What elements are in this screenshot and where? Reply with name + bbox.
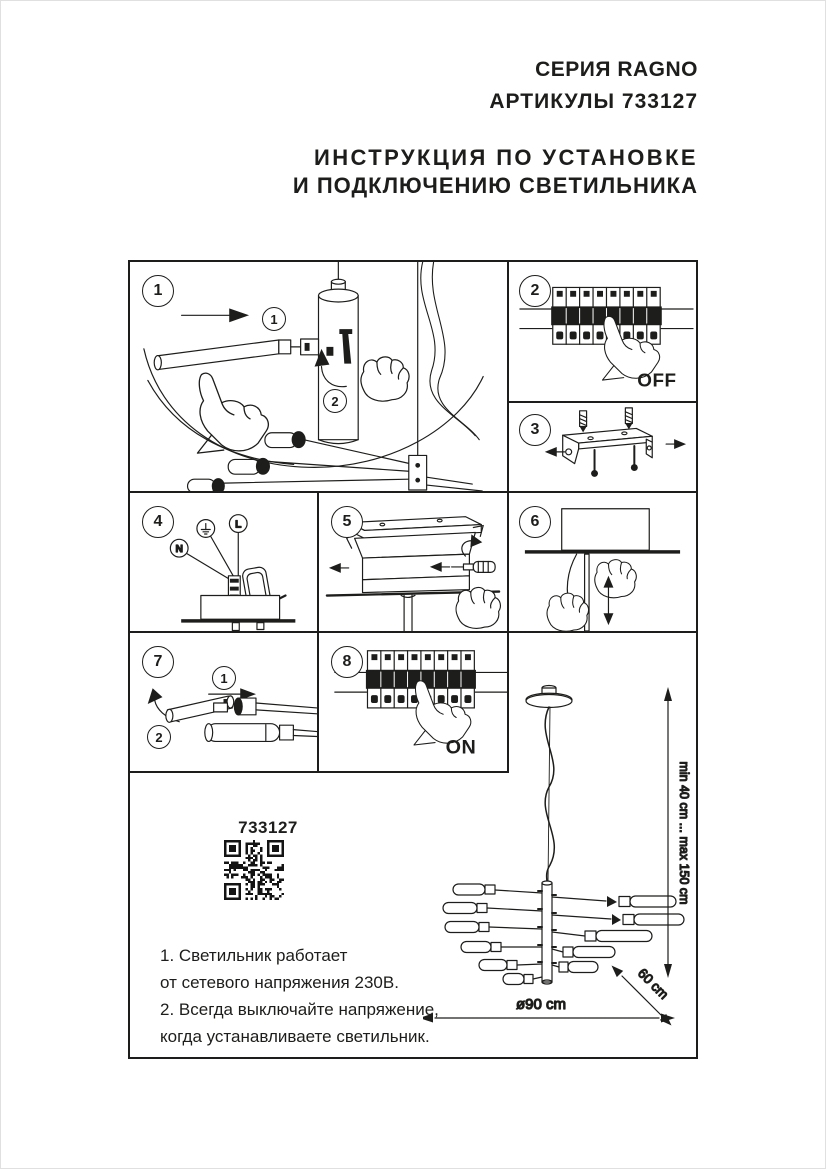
anchor-screw-icon: [579, 410, 588, 433]
screwdriver-icon: [450, 560, 496, 573]
step-8-illustration: ON: [334, 650, 507, 758]
step-number-7: 7: [142, 646, 174, 678]
central-tube: [317, 294, 359, 441]
lamp-arms-right: [551, 895, 685, 974]
anchor-screw-icon: [624, 407, 633, 430]
step-6-illustration: [524, 508, 681, 631]
mounting-bracket: [562, 427, 653, 465]
neutral-wire-label: N: [175, 544, 182, 555]
ceiling-canopy: [200, 594, 281, 620]
suspension-cable: [547, 706, 551, 884]
note-line: когда устанавливаете светильник.: [160, 1027, 430, 1046]
arrow-left-icon: [328, 562, 341, 573]
article-numbers: АРТИКУЛЫ 733127: [489, 90, 698, 113]
step-number-6: 6: [519, 506, 551, 538]
page-title-line2: И ПОДКЛЮЧЕНИЮ СВЕТИЛЬНИКА: [292, 173, 698, 198]
step-2-illustration: OFF: [519, 286, 694, 390]
step-number-4: 4: [142, 506, 174, 538]
step-1-substep-1: 1: [262, 307, 286, 331]
live-wire-label: L: [235, 519, 241, 530]
page-title-line1: ИНСТРУКЦИЯ ПО УСТАНОВКЕ: [314, 145, 698, 170]
step-7-substep-1: 1: [212, 666, 236, 690]
step-panel-6: 6: [507, 493, 696, 631]
step-7-illustration: [147, 688, 317, 743]
page-title: ИНСТРУКЦИЯ ПО УСТАНОВКЕ И ПОДКЛЮЧЕНИЮ СВ…: [293, 144, 698, 200]
depth-label: 60 cm: [635, 966, 672, 1003]
hand-icon: [455, 586, 501, 629]
diameter-dimension: ø90 cm: [423, 995, 675, 1023]
step-panel-4: 4 N L: [130, 493, 317, 631]
series-title: СЕРИЯ RAGNO: [535, 58, 698, 81]
diagram-grid: 1 1 2: [128, 260, 698, 1059]
step-panel-3: 3: [507, 403, 696, 491]
lamp-arms-left: [442, 883, 543, 986]
arrow-into-box-icon: [429, 562, 442, 572]
step-panel-2: 2 OFF: [507, 262, 696, 401]
earth-icon: [200, 522, 211, 535]
step-panel-7: 7 1 2: [130, 633, 317, 771]
spiral-cord: [544, 706, 556, 884]
central-column: [541, 882, 553, 983]
step-4-illustration: N L: [169, 514, 296, 631]
chandelier-drawing: min 40 cm ... max 150 cm 60 cm ø: [423, 684, 692, 1026]
step-panel-8: 8 ON: [319, 633, 507, 771]
hand-icon: [360, 356, 410, 402]
ceiling-line: [524, 550, 681, 554]
product-overview: min 40 cm ... max 150 cm 60 cm ø: [423, 675, 698, 1040]
step-7-substep-2: 2: [147, 725, 171, 749]
power-on-label: ON: [446, 736, 477, 758]
qr-code: [224, 840, 284, 900]
rotate-arrow-icon: [314, 348, 330, 367]
diameter-label: ø90 cm: [516, 996, 566, 1013]
step-3-illustration: [544, 407, 687, 477]
hand-icon: [546, 592, 590, 631]
rotate-arrow-icon: [461, 534, 483, 557]
note-line: от сетевого напряжения 230В.: [160, 973, 399, 992]
hand-icon: [196, 372, 269, 454]
article-number: 733127: [238, 818, 298, 837]
step-number-3: 3: [519, 414, 551, 446]
height-range-label: min 40 cm ... max 150 cm: [677, 761, 691, 904]
lamp-arm-icons: [186, 431, 306, 491]
step-number-1: 1: [142, 275, 174, 307]
lamp-socket: [213, 697, 317, 716]
safety-notes: 1. Светильник работает от сетевого напря…: [160, 942, 460, 1050]
step-number-8: 8: [331, 646, 363, 678]
step-number-2: 2: [519, 275, 551, 307]
suspension-rod: [403, 594, 413, 631]
insert-arrow-icon: [612, 914, 621, 925]
note-line: 1. Светильник работает: [160, 946, 348, 965]
ceiling-box: [561, 508, 650, 551]
arrow-left-icon: [544, 447, 557, 457]
arrow-right-icon: [674, 439, 687, 449]
hand-icon: [594, 559, 637, 599]
suspension-rod: [583, 553, 590, 631]
assembled-lamp-arm: [204, 723, 317, 743]
step-1-substep-2: 2: [323, 389, 347, 413]
up-down-arrow-icon: [603, 575, 614, 626]
keyhole-slot: [339, 329, 353, 364]
step-5-illustration: [325, 516, 501, 631]
lamp-arm-tube: [157, 339, 280, 371]
note-line: 2. Всегда выключайте напряжение,: [160, 1000, 439, 1019]
step-1-illustration: [143, 262, 484, 491]
step-panel-5: 5: [319, 493, 507, 631]
insert-arrow-icon: [607, 896, 617, 907]
step-number-5: 5: [331, 506, 363, 538]
step-panel-1: 1 1 2: [130, 262, 507, 491]
height-dimension: min 40 cm ... max 150 cm: [664, 687, 692, 978]
power-off-label: OFF: [637, 369, 676, 390]
ceiling-canopy: [525, 684, 573, 709]
canopy-box: [346, 516, 484, 594]
